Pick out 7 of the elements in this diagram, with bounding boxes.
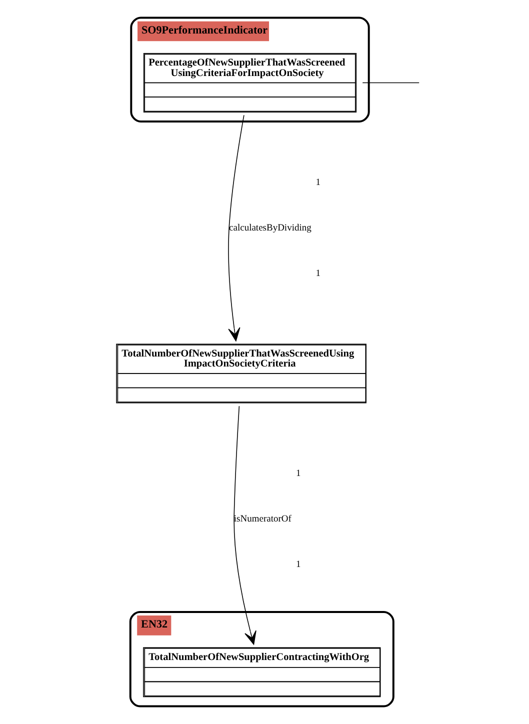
arrow bbox=[233, 406, 256, 645]
label: 1 bbox=[315, 269, 320, 280]
label: 1 bbox=[315, 178, 320, 188]
label: 1 bbox=[295, 468, 300, 479]
arrow bbox=[228, 114, 244, 342]
label: 1 bbox=[295, 560, 300, 570]
connector bbox=[362, 82, 419, 84]
